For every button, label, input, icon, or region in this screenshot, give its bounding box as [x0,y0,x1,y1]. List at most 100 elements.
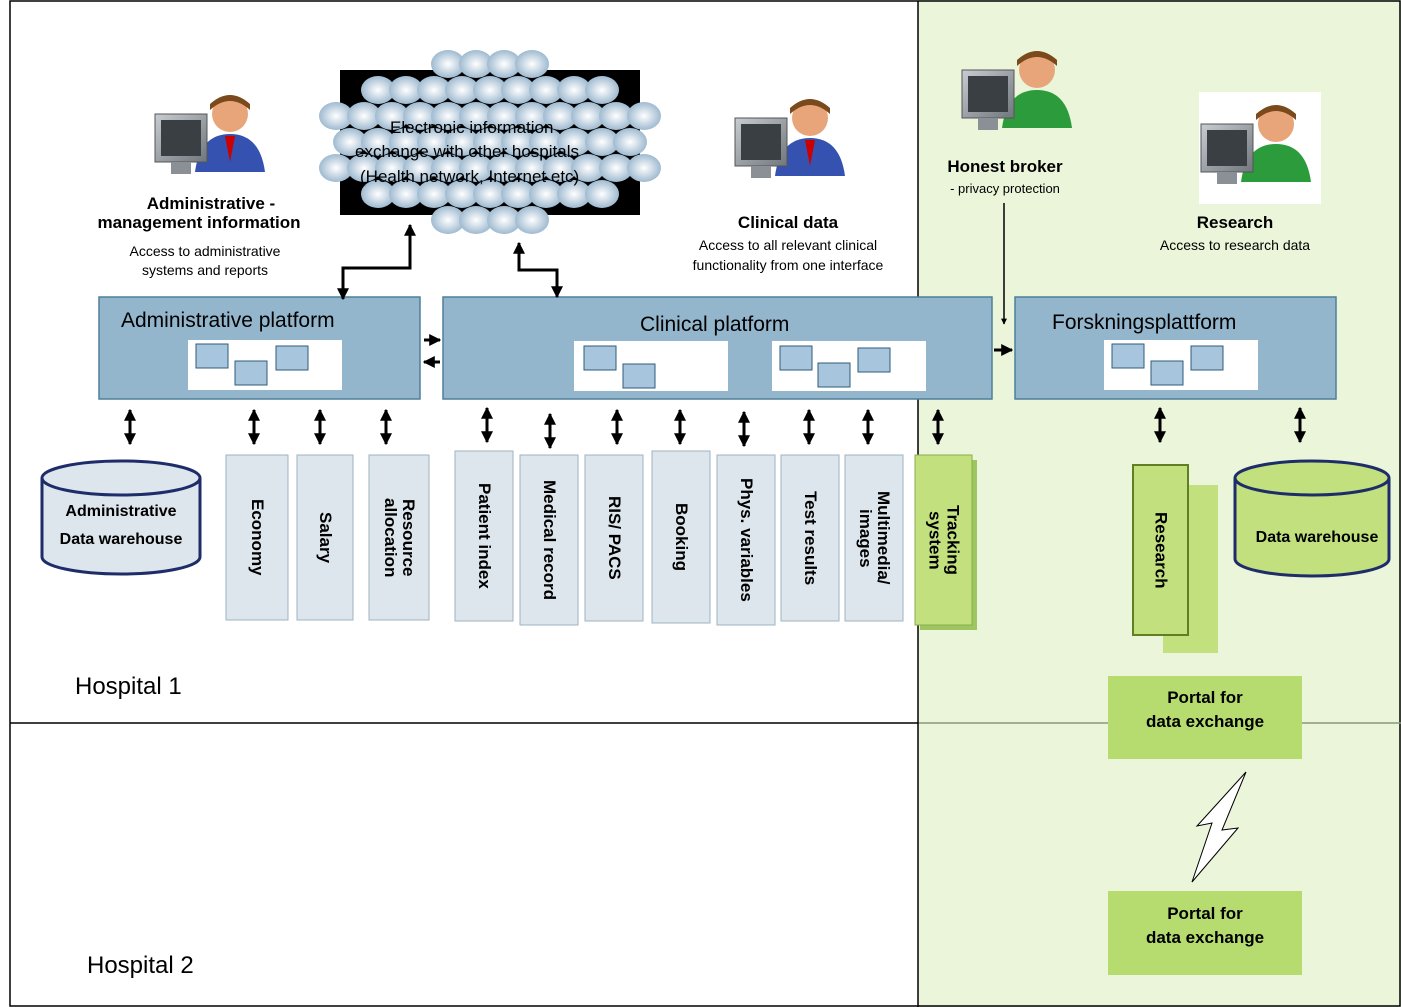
clinical-user-icon [734,99,845,178]
cloud-bubble [473,76,507,104]
cloud-bubble [571,102,605,130]
cloud-bubble [557,180,591,208]
cloud-bubble [599,154,633,182]
phys-variables-box [716,454,776,626]
booking-label: Booking [672,503,691,571]
admin-warehouse-label-2: Data warehouse [59,531,183,548]
cloud-bubble [445,128,479,156]
cloud-text-line-1: Electronic information [390,118,554,137]
admin-data-warehouse-cylinder [40,459,202,576]
portal-top-box [1108,676,1302,759]
clinical-platform-title: Clinical platform [640,313,790,336]
lightning-icon [1191,771,1247,883]
research-platform-title: Forskningsplattform [1052,311,1237,334]
research-system-label: Research [1151,511,1171,589]
cloud-bubble [487,102,521,130]
hospital-1-label: Hospital 1 [75,673,182,700]
portal-top-line-1: Portal for [1167,688,1243,707]
broker-user-icon [961,51,1072,130]
portal-bottom-box [1108,891,1302,975]
cloud-bubble [389,180,423,208]
admin-user-desc-2: systems and reports [141,262,269,278]
cloud-bubble [487,50,521,78]
cloud-bubble [459,50,493,78]
clinical-user-desc-2: functionality from one interface [692,257,884,273]
cloud-bubble [431,154,465,182]
cloud-bubble [515,102,549,130]
hospital-2-label: Hospital 2 [87,952,194,979]
cloud-bubble [333,128,367,156]
medical-record-label: Medical record [540,480,559,600]
cloud-bubble [627,154,661,182]
salary-label: Salary [316,511,335,564]
cloud-bubble [417,180,451,208]
research-user-title: Research [1196,213,1274,232]
outer-frame [9,0,1401,1007]
broker-desc: - privacy protection [950,181,1060,196]
cloud-bubble [375,154,409,182]
admin-user-desc-1: Access to administrative [129,243,281,259]
cloud-bubble [445,76,479,104]
cloud-bubble [417,76,451,104]
cloud-bubble [361,128,395,156]
test-results-label: Test results [801,490,820,586]
cloud-bubble [473,128,507,156]
admin-warehouse-label-1: Administrative [65,503,177,520]
cloud-bubble [529,180,563,208]
phys-variables-label: Phys. variables [737,478,756,602]
cloud-bubble [487,154,521,182]
portal-bottom-line-1: Portal for [1167,904,1243,923]
cloud-bubble [543,102,577,130]
ris-pacs-box [584,454,644,622]
cloud-bubble [599,102,633,130]
admin-user-title-2: management information [97,213,301,232]
economy-label: Economy [248,499,267,576]
research-user-desc: Access to research data [1159,237,1311,253]
cloud-bubble [319,154,353,182]
cloud-bubble [543,154,577,182]
cloud-bubble [557,128,591,156]
cloud-bubble [473,180,507,208]
cloud-bubble [389,128,423,156]
cloud-bubble [613,128,647,156]
salary-box [296,454,354,621]
cloud-bubble [627,102,661,130]
cloud-bubble [571,154,605,182]
cloud-bubble [431,102,465,130]
portal-bottom-line-2: data exchange [1145,928,1265,947]
cloud-text-line-2: exchange with other hospitals [355,142,579,161]
admin-user-title-1: Administrative - [146,194,276,213]
cloud-bubble [501,180,535,208]
research-system-box [1132,464,1189,636]
economy-box [225,454,289,621]
patient-index-label: Patient index [475,483,494,589]
clinical-user-title: Clinical data [737,213,839,232]
cloud-bubble [347,102,381,130]
cloud-bubble [347,154,381,182]
cloud-bubble [585,76,619,104]
cloud-bubble [361,180,395,208]
cloud-bubble [515,50,549,78]
administrative-platform-title: Administrative platform [121,309,335,332]
cloud-bubble [431,206,465,234]
cloud-bubble [585,180,619,208]
research-user-icon [1200,105,1311,184]
cloud-bubble [501,76,535,104]
cloud-bubble [403,154,437,182]
research-warehouse-label: Data warehouse [1255,529,1379,546]
cloud-bubble [417,128,451,156]
resource-allocation-box [368,454,430,621]
cloud-bubble [389,76,423,104]
clinical-user-desc-1: Access to all relevant clinical [698,237,878,253]
cloud-bubble [487,206,521,234]
resource-allocation-label: Resource allocation [381,497,418,578]
portal-top-line-2: data exchange [1145,712,1265,731]
patient-index-box [454,450,514,622]
cloud-bubble [557,76,591,104]
broker-title: Honest broker [947,157,1063,176]
cloud-bubble [431,50,465,78]
tracking-system-box [914,454,973,626]
cloud-bubble [529,128,563,156]
cloud-bubble [529,76,563,104]
cloud-bubble [515,154,549,182]
